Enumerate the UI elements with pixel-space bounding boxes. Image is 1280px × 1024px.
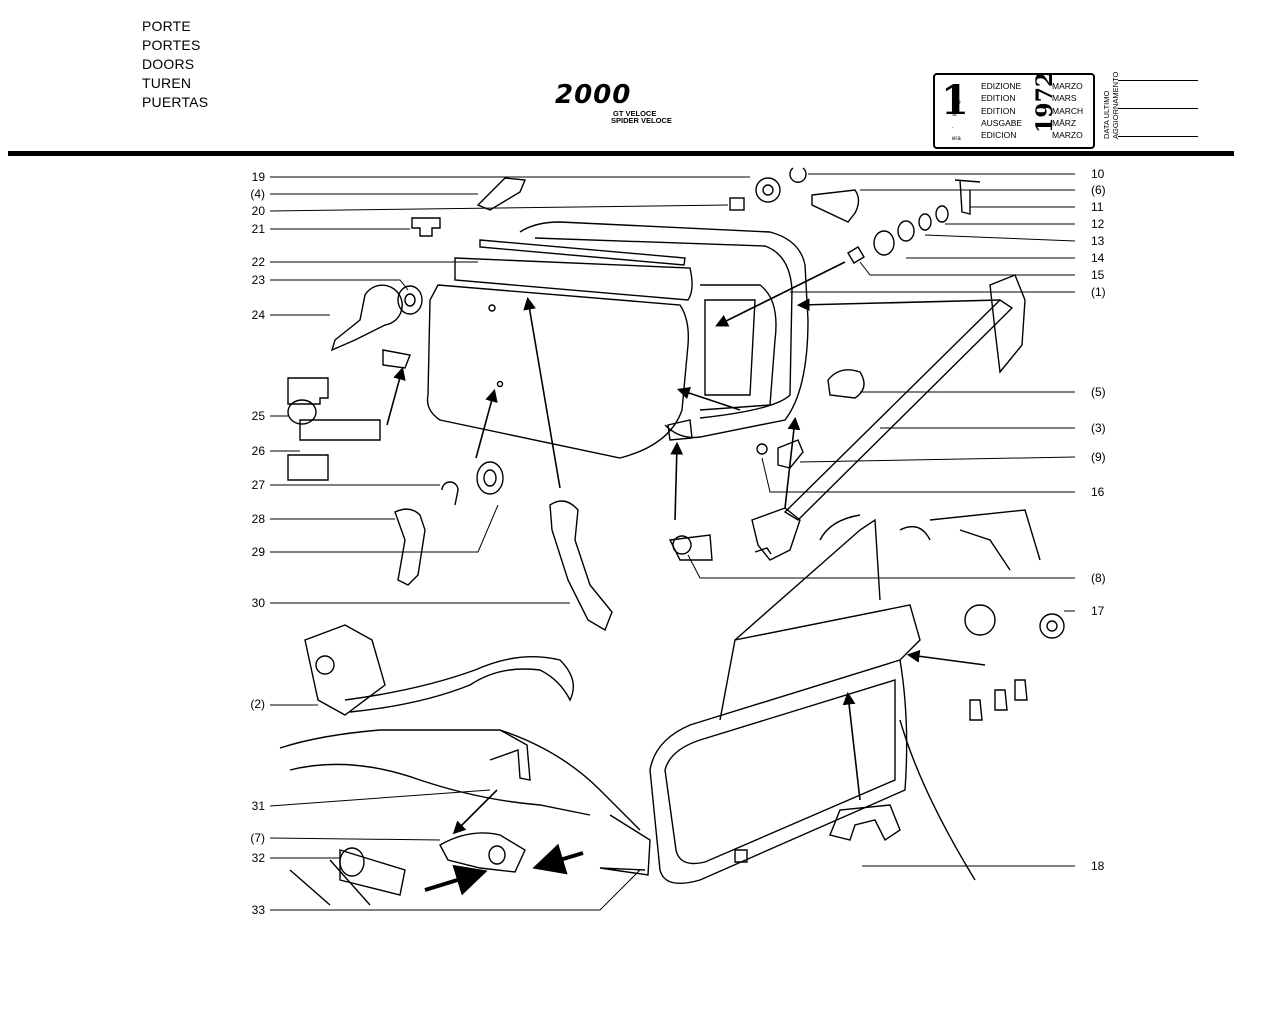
callout-22: 22 <box>251 255 265 269</box>
callout-28: 28 <box>251 512 265 526</box>
leader-lines <box>269 173 1076 911</box>
edition-word: EDIZIONE <box>981 81 1022 91</box>
edition-word: EDITION <box>981 93 1016 104</box>
callout-3: (3) <box>1091 421 1106 435</box>
callout-5: (5) <box>1091 385 1106 399</box>
callout-8: (8) <box>1091 571 1106 585</box>
callout-26: 26 <box>251 444 265 458</box>
callout-25: 25 <box>251 409 265 423</box>
assembly-arrows <box>386 261 1001 835</box>
car-door-assembly <box>649 509 1041 884</box>
edition-word: EDICION <box>981 130 1017 141</box>
callout-14: 14 <box>1091 251 1105 265</box>
callout-20: 20 <box>251 204 265 218</box>
edition-month: MÄRZ <box>1052 117 1077 128</box>
window-regulator <box>304 624 574 716</box>
model-spider-veloce: SPIDER VELOCE <box>611 116 672 125</box>
title-it: PORTE <box>142 18 191 34</box>
edition-number: 1 <box>941 77 969 124</box>
callout-11: 11 <box>1091 200 1104 214</box>
callout-13: 13 <box>1091 234 1105 248</box>
suffix: st <box>952 112 957 118</box>
edition-month: MARZO <box>1052 130 1083 141</box>
update-line <box>1118 136 1198 137</box>
seal-strip <box>479 239 686 266</box>
update-line <box>1118 108 1198 109</box>
edition-suffixes: a ere st . era <box>952 85 961 145</box>
model-gt-veloce: GT VELOCE <box>613 109 657 118</box>
callout-16: 16 <box>1091 485 1105 499</box>
callout-4: (4) <box>250 187 265 201</box>
update-line <box>1118 80 1198 81</box>
callout-12: 12 <box>1091 217 1105 231</box>
callout-33: 33 <box>251 903 265 917</box>
callout-1: (1) <box>1091 285 1106 299</box>
title-fr: PORTES <box>142 37 201 53</box>
callout-7: (7) <box>250 831 265 845</box>
callout-29: 29 <box>251 545 265 559</box>
suffix: ere <box>952 100 961 106</box>
callout-9: (9) <box>1091 450 1106 464</box>
regulator-arm <box>783 274 1026 521</box>
callout-15: 15 <box>1091 268 1105 282</box>
edition-months: MARZO MARS MARCH MÄRZ MARZO <box>1052 80 1083 141</box>
callout-31: 31 <box>251 799 265 813</box>
edition-month: MARCH <box>1052 105 1084 116</box>
callout-30: 30 <box>251 596 265 610</box>
callout-27: 27 <box>251 478 265 492</box>
edition-word: EDITION <box>981 105 1016 116</box>
callout-23: 23 <box>251 273 265 287</box>
title-en: DOORS <box>142 56 195 72</box>
section-titles: PORTE PORTES DOORS TUREN PUERTAS <box>142 17 208 112</box>
suffix: a <box>952 88 956 94</box>
model-logo: 2000 GT VELOCE SPIDER VELOCE <box>553 82 683 128</box>
suffix: . <box>952 124 954 130</box>
header-rule <box>8 151 1234 156</box>
inner-trim-panel <box>426 257 693 459</box>
callout-10: 10 <box>1091 167 1105 181</box>
callout-17: 17 <box>1091 604 1105 618</box>
hardware-parts-left <box>287 177 745 632</box>
edition-month: MARS <box>1052 93 1077 104</box>
title-es: PUERTAS <box>142 94 209 110</box>
title-de: TUREN <box>142 75 192 91</box>
callout-2: (2) <box>250 697 265 711</box>
callout-18: 18 <box>1091 859 1105 873</box>
logo-mark: 2000 <box>555 80 632 110</box>
edition-word: AUSGABE <box>981 117 1023 128</box>
callout-24: 24 <box>251 308 265 322</box>
callout-6: (6) <box>1091 183 1106 197</box>
dashboard-detail <box>279 729 651 906</box>
door-shell <box>519 221 809 439</box>
bold-arrows <box>424 843 584 896</box>
edition-month: MARZO <box>1052 81 1083 91</box>
suffix: era <box>952 136 961 142</box>
callout-19: 19 <box>251 170 265 184</box>
callout-32: 32 <box>251 851 265 865</box>
edition-box: 1 a ere st . era EDIZIONE EDITION EDITIO… <box>933 72 1095 149</box>
callout-21: 21 <box>251 222 265 236</box>
edition-words: EDIZIONE EDITION EDITION AUSGABE EDICION <box>981 80 1022 141</box>
